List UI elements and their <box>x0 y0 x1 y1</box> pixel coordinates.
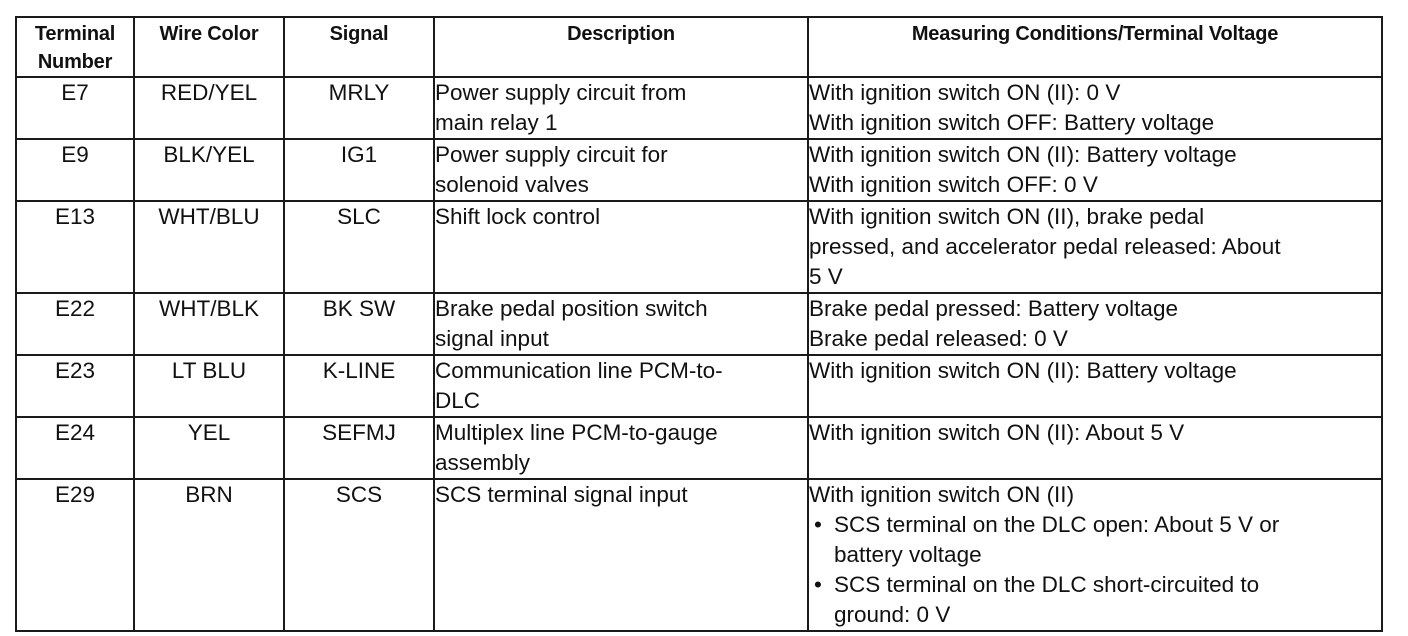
table-row: E23 LT BLU K-LINE Communication line PCM… <box>15 354 1383 418</box>
terminal-cell: E24 <box>15 416 135 480</box>
measuring-cell: With ignition switch ON (II): 0 V With i… <box>807 76 1383 140</box>
measuring-cell: With ignition switch ON (II), brake peda… <box>807 200 1383 294</box>
wire-color-cell: YEL <box>133 416 285 480</box>
description-cell: Shift lock control <box>433 200 809 294</box>
signal-cell: SCS <box>283 478 435 632</box>
table-row: E7 RED/YEL MRLY Power supply circuit fro… <box>15 76 1383 140</box>
measuring-line: With ignition switch ON (II), brake peda… <box>809 204 1205 229</box>
bullet-line: battery voltage <box>834 542 982 567</box>
description-line: Shift lock control <box>435 204 601 229</box>
description-cell: Multiplex line PCM-to-gauge assembly <box>433 416 809 480</box>
table-row: E29 BRN SCS SCS terminal signal input Wi… <box>15 478 1383 632</box>
measuring-cell: With ignition switch ON (II) • SCS termi… <box>807 478 1383 632</box>
measuring-line: With ignition switch ON (II): About 5 V <box>809 420 1185 445</box>
header-wire-color: Wire Color <box>133 16 285 78</box>
measuring-cell: With ignition switch ON (II): About 5 V <box>807 416 1383 480</box>
measuring-line: With ignition switch ON (II): Battery vo… <box>809 358 1237 383</box>
description-line: SCS terminal signal input <box>435 482 688 507</box>
description-line: Brake pedal position switch <box>435 296 708 321</box>
description-line: Power supply circuit from <box>435 80 687 105</box>
signal-cell: BK SW <box>283 292 435 356</box>
bullet-line: SCS terminal on the DLC open: About 5 V … <box>834 512 1280 537</box>
description-cell: SCS terminal signal input <box>433 478 809 632</box>
description-line: Multiplex line PCM-to-gauge <box>435 420 718 445</box>
measuring-line: With ignition switch OFF: Battery voltag… <box>809 110 1215 135</box>
measuring-line: pressed, and accelerator pedal released:… <box>809 234 1281 259</box>
description-line: assembly <box>435 450 531 475</box>
signal-cell: SEFMJ <box>283 416 435 480</box>
header-terminal-number: Terminal Number <box>15 16 135 78</box>
signal-cell: K-LINE <box>283 354 435 418</box>
wire-color-cell: BLK/YEL <box>133 138 285 202</box>
signal-cell: SLC <box>283 200 435 294</box>
description-line: Power supply circuit for <box>435 142 668 167</box>
measuring-line: Brake pedal pressed: Battery voltage <box>809 296 1178 321</box>
description-line: solenoid valves <box>435 172 589 197</box>
header-description: Description <box>433 16 809 78</box>
table-row: E9 BLK/YEL IG1 Power supply circuit for … <box>15 138 1383 202</box>
signal-cell: IG1 <box>283 138 435 202</box>
bullet-line: ground: 0 V <box>834 602 951 627</box>
description-cell: Communication line PCM-to- DLC <box>433 354 809 418</box>
measuring-line: With ignition switch OFF: 0 V <box>809 172 1098 197</box>
terminal-cell: E23 <box>15 354 135 418</box>
header-terminal-line2: Number <box>37 51 113 73</box>
terminal-cell: E9 <box>15 138 135 202</box>
measuring-intro-line: With ignition switch ON (II) <box>809 482 1075 507</box>
description-line: DLC <box>435 388 481 413</box>
header-measuring-conditions: Measuring Conditions/Terminal Voltage <box>807 16 1383 78</box>
table-row: E13 WHT/BLU SLC Shift lock control With … <box>15 200 1383 294</box>
bullet-item: • SCS terminal on the DLC open: About 5 … <box>809 510 1381 570</box>
bullet-line: SCS terminal on the DLC short-circuited … <box>834 572 1260 597</box>
terminal-cell: E29 <box>15 478 135 632</box>
description-cell: Power supply circuit for solenoid valves <box>433 138 809 202</box>
description-cell: Brake pedal position switch signal input <box>433 292 809 356</box>
measuring-line: With ignition switch ON (II): 0 V <box>809 80 1121 105</box>
terminal-cell: E7 <box>15 76 135 140</box>
wire-color-cell: WHT/BLK <box>133 292 285 356</box>
bullet-icon: • <box>814 512 822 537</box>
header-signal: Signal <box>283 16 435 78</box>
wire-color-cell: RED/YEL <box>133 76 285 140</box>
table-row: E22 WHT/BLK BK SW Brake pedal position s… <box>15 292 1383 356</box>
description-line: main relay 1 <box>435 110 558 135</box>
description-line: signal input <box>435 326 549 351</box>
terminal-voltage-table-sheet: Terminal Number Wire Color Signal Descri… <box>15 16 1383 632</box>
header-terminal-line1: Terminal <box>34 23 116 45</box>
measuring-line: 5 V <box>809 264 843 289</box>
wire-color-cell: BRN <box>133 478 285 632</box>
description-cell: Power supply circuit from main relay 1 <box>433 76 809 140</box>
wire-color-cell: LT BLU <box>133 354 285 418</box>
signal-cell: MRLY <box>283 76 435 140</box>
bullet-item: • SCS terminal on the DLC short-circuite… <box>809 570 1381 630</box>
measuring-cell: With ignition switch ON (II): Battery vo… <box>807 138 1383 202</box>
description-line: Communication line PCM-to- <box>435 358 723 383</box>
bullet-icon: • <box>814 572 822 597</box>
measuring-cell: With ignition switch ON (II): Battery vo… <box>807 354 1383 418</box>
terminal-voltage-table: Terminal Number Wire Color Signal Descri… <box>15 16 1383 632</box>
measuring-line: Brake pedal released: 0 V <box>809 326 1068 351</box>
terminal-cell: E13 <box>15 200 135 294</box>
measuring-line: With ignition switch ON (II): Battery vo… <box>809 142 1237 167</box>
measuring-cell: Brake pedal pressed: Battery voltage Bra… <box>807 292 1383 356</box>
header-row: Terminal Number Wire Color Signal Descri… <box>15 16 1383 78</box>
table-row: E24 YEL SEFMJ Multiplex line PCM-to-gaug… <box>15 416 1383 480</box>
terminal-cell: E22 <box>15 292 135 356</box>
wire-color-cell: WHT/BLU <box>133 200 285 294</box>
